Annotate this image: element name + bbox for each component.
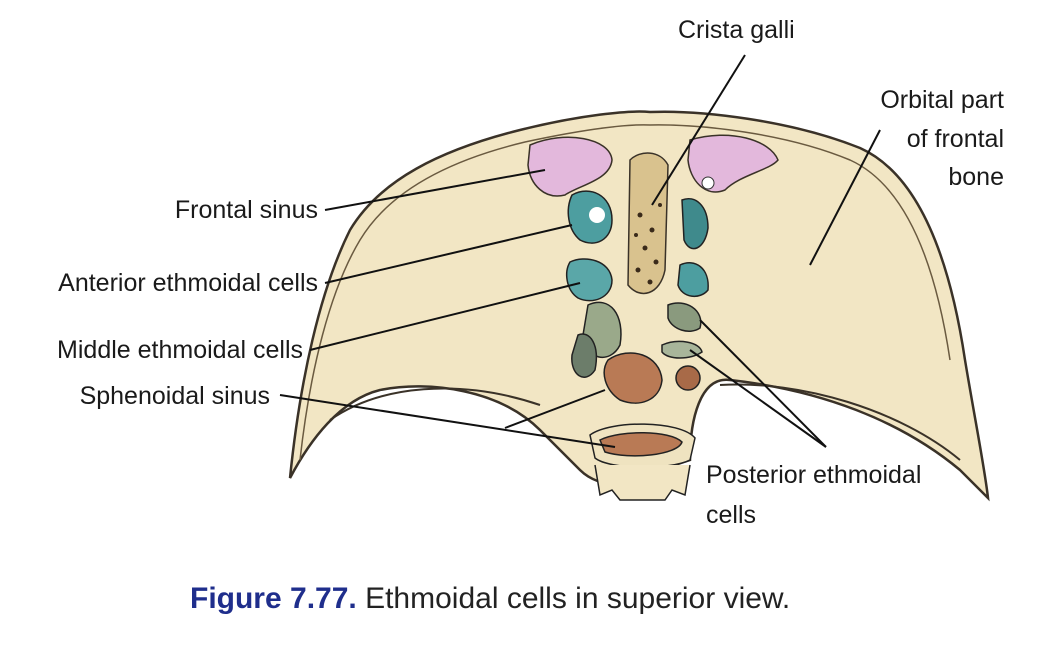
label-orbital-part-line3: bone: [948, 163, 1004, 191]
outer-table: [299, 124, 951, 461]
sphenoidal-sinus-upper: [603, 352, 663, 404]
label-anterior-ethmoidal-cells: Anterior ethmoidal cells: [58, 269, 318, 297]
posterior-ethmoidal-cell-right-1: [667, 302, 702, 332]
anterior-cranial-fossa: [288, 110, 990, 502]
caption-text: Ethmoidal cells in superior view.: [365, 582, 791, 615]
label-posterior-ethmoidal-line2: cells: [706, 501, 757, 529]
label-crista-galli: Crista galli: [678, 16, 795, 44]
label-frontal-sinus: Frontal sinus: [174, 196, 318, 224]
frontal-sinus-left: [527, 136, 613, 197]
figure-caption: Figure 7.77. Ethmoidal cells in superior…: [190, 582, 790, 616]
posterior-ethmoidal-cell-right-2: [661, 340, 703, 359]
label-orbital-part-line1: Orbital part: [880, 86, 1004, 114]
posterior-ethmoidal-cell-left-2: [571, 333, 597, 378]
middle-ethmoidal-cell-left: [565, 258, 613, 302]
label-orbital-part-line2: of frontal: [906, 125, 1004, 153]
label-middle-ethmoidal-cells: Middle ethmoidal cells: [57, 336, 303, 364]
figure-number: Figure 7.77.: [190, 582, 357, 615]
label-posterior-ethmoidal-line1: Posterior ethmoidal: [706, 461, 922, 489]
sphenoidal-sinus-small: [675, 365, 701, 391]
crista-galli: [627, 152, 669, 295]
leader-lines: [279, 54, 881, 448]
anterior-ethmoidal-cell-right: [681, 198, 709, 250]
sphenoidal-sinus-lower: [599, 432, 683, 457]
label-sphenoidal-sinus: Sphenoidal sinus: [79, 382, 270, 410]
middle-ethmoidal-cell-right: [677, 262, 709, 297]
